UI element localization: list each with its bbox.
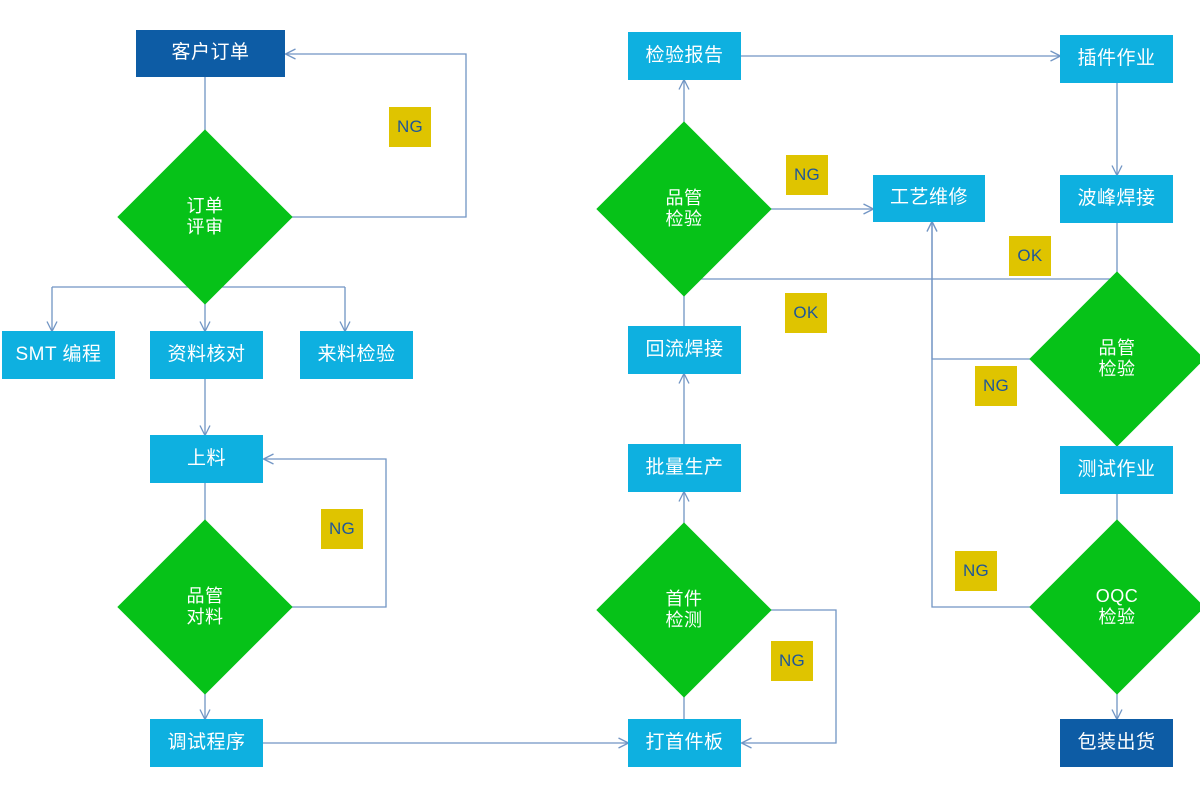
node-qc-inspection-right[interactable]: 品管 检验 — [1029, 271, 1200, 447]
node-label: 客户订单 — [171, 42, 250, 64]
edge-label-ng-oqc: NG — [955, 551, 997, 591]
node-qc-material-check[interactable]: 品管 对料 — [117, 519, 293, 695]
node-label: 首件 检测 — [665, 588, 703, 630]
node-label: 插件作业 — [1077, 47, 1156, 69]
edge-label-ok-wave-to-qc: OK — [1009, 236, 1051, 276]
node-label: 来料检验 — [317, 343, 396, 365]
wire-qcright-ok-to-qcmid — [684, 274, 1118, 297]
node-label: 品管 检验 — [1098, 337, 1136, 379]
node-customer-order[interactable]: 客户订单 — [136, 30, 285, 77]
node-first-article-test[interactable]: 首件 检测 — [596, 522, 772, 698]
node-order-review[interactable]: 订单 评审 — [117, 129, 293, 305]
node-label: 资料核对 — [167, 343, 246, 365]
node-label: 订单 评审 — [186, 195, 224, 237]
node-first-article-board[interactable]: 打首件板 — [628, 719, 741, 767]
edge-label-ng-qc-mid: NG — [786, 155, 828, 195]
node-wave-soldering[interactable]: 波峰焊接 — [1060, 175, 1173, 223]
node-label: 品管 检验 — [665, 187, 703, 229]
node-data-verification[interactable]: 资料核对 — [150, 331, 263, 379]
node-process-repair[interactable]: 工艺维修 — [873, 175, 985, 222]
node-reflow-soldering[interactable]: 回流焊接 — [628, 326, 741, 374]
node-material-loading[interactable]: 上料 — [150, 435, 263, 483]
node-label: SMT 编程 — [15, 343, 102, 365]
node-oqc-inspection[interactable]: OQC 检验 — [1029, 519, 1200, 695]
node-label: OQC 检验 — [1095, 585, 1139, 627]
node-label: 打首件板 — [645, 731, 724, 753]
node-label: 回流焊接 — [645, 338, 724, 360]
node-packing-shipment[interactable]: 包装出货 — [1060, 719, 1173, 767]
node-label: 品管 对料 — [186, 585, 224, 627]
wire-review-ng-to-order — [267, 54, 467, 218]
node-label: 测试作业 — [1077, 458, 1156, 480]
node-label: 调试程序 — [167, 731, 246, 753]
node-label: 上料 — [186, 447, 226, 469]
edge-label-ng-qc-right: NG — [975, 366, 1017, 406]
node-smt-programming[interactable]: SMT 编程 — [2, 331, 115, 379]
node-label: 检验报告 — [645, 44, 724, 66]
edge-label-ng-first-article: NG — [771, 641, 813, 681]
node-test-operation[interactable]: 测试作业 — [1060, 446, 1173, 494]
node-label: 批量生产 — [645, 456, 724, 478]
wire-oqc-ng-to-repair — [932, 222, 1055, 608]
node-insertion-work[interactable]: 插件作业 — [1060, 35, 1173, 83]
node-label: 波峰焊接 — [1077, 187, 1156, 209]
node-debug-program[interactable]: 调试程序 — [150, 719, 263, 767]
edge-label-ng-qc-material: NG — [321, 509, 363, 549]
node-label: 包装出货 — [1077, 731, 1156, 753]
node-mass-production[interactable]: 批量生产 — [628, 444, 741, 492]
node-incoming-inspection[interactable]: 来料检验 — [300, 331, 413, 379]
node-label: 工艺维修 — [889, 187, 968, 209]
edge-label-ng-order-review: NG — [389, 107, 431, 147]
node-inspection-report[interactable]: 检验报告 — [628, 32, 741, 80]
edge-label-ok-qc-mid: OK — [785, 293, 827, 333]
node-qc-inspection-mid[interactable]: 品管 检验 — [596, 121, 772, 297]
